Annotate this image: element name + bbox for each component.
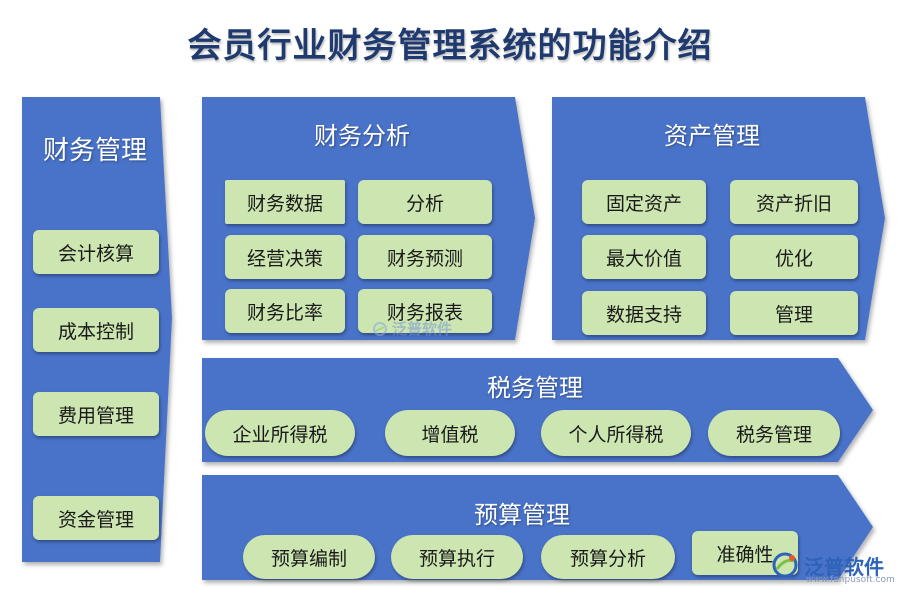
tax-item-corporate-income[interactable]: 企业所得税 — [205, 410, 355, 456]
tax-item-tax-manage[interactable]: 税务管理 — [708, 410, 840, 456]
assets-title: 资产管理 — [664, 122, 760, 150]
watermark-faint-brand: 泛普软件 — [392, 320, 453, 338]
budget-item-execute[interactable]: 预算执行 — [391, 535, 523, 579]
analysis-item-ratio[interactable]: 财务比率 — [225, 289, 345, 333]
assets-item-fixed[interactable]: 固定资产 — [582, 180, 706, 224]
tax-item-personal-income[interactable]: 个人所得税 — [541, 410, 691, 456]
analysis-item-forecast[interactable]: 财务预测 — [358, 235, 492, 279]
analysis-item-reports[interactable]: 财务报表 — [358, 289, 492, 333]
budget-item-compile[interactable]: 预算编制 — [243, 535, 375, 579]
budget-title: 预算管理 — [474, 501, 570, 529]
tax-item-vat[interactable]: 增值税 — [385, 410, 515, 456]
left-item-cost-control[interactable]: 成本控制 — [33, 308, 159, 352]
analysis-item-analysis[interactable]: 分析 — [358, 180, 492, 224]
analysis-item-financial-data[interactable]: 财务数据 — [225, 180, 345, 224]
assets-item-optimize[interactable]: 优化 — [730, 235, 858, 279]
watermark-faint: 泛普软件 — [372, 318, 452, 339]
analysis-title: 财务分析 — [314, 122, 410, 150]
assets-item-depreciation[interactable]: 资产折旧 — [730, 180, 858, 224]
budget-item-accuracy[interactable]: 准确性 — [692, 531, 798, 575]
left-item-accounting[interactable]: 会计核算 — [33, 230, 159, 274]
assets-item-manage[interactable]: 管理 — [730, 291, 858, 335]
watermark: 泛普软件 www.fanpusoft.com — [770, 550, 895, 585]
page-title: 会员行业财务管理系统的功能介绍 — [187, 26, 713, 66]
tax-title: 税务管理 — [487, 374, 583, 402]
assets-item-data-support[interactable]: 数据支持 — [582, 291, 706, 335]
assets-item-max-value[interactable]: 最大价值 — [582, 235, 706, 279]
watermark-brand: 泛普软件 — [804, 554, 884, 579]
left-item-funds[interactable]: 资金管理 — [33, 496, 159, 540]
left-item-expense[interactable]: 费用管理 — [33, 392, 159, 436]
fanpu-logo-icon — [772, 552, 798, 578]
fanpu-logo-icon — [373, 321, 387, 336]
left-panel-title: 财务管理 — [42, 136, 147, 166]
budget-item-analysis[interactable]: 预算分析 — [541, 535, 675, 579]
assets-panel-shape — [552, 97, 885, 340]
tax-panel-shape — [202, 358, 873, 462]
analysis-item-decision[interactable]: 经营决策 — [225, 235, 345, 279]
watermark-url: www.fanpusoft.com — [806, 575, 895, 585]
